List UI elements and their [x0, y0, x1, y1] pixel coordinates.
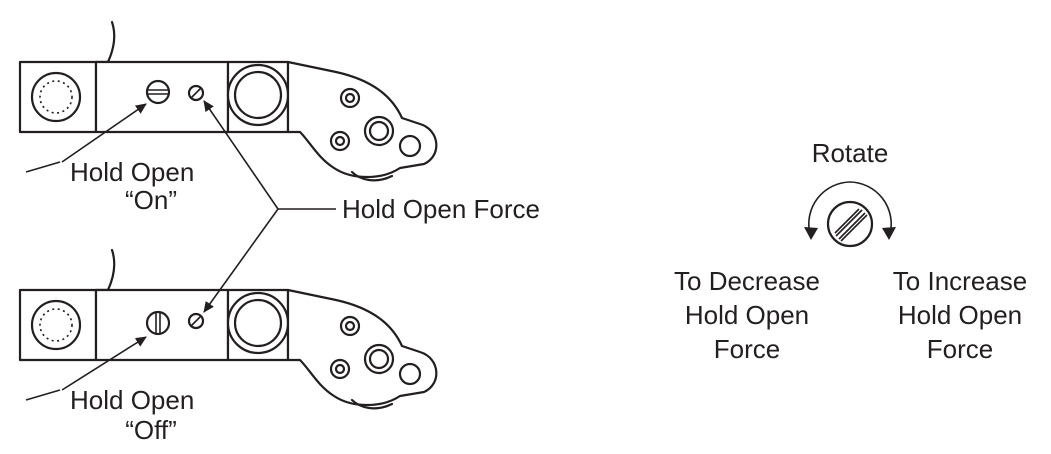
closer-top-illustration: [18, 20, 438, 182]
increase-arrowhead-icon: [882, 227, 896, 240]
hold-open-screw-off-icon: [145, 310, 171, 336]
leader-force-top-arrow: [203, 100, 279, 210]
label-decrease-line2: Hold Open: [685, 300, 809, 330]
label-hold-open-off-line1: Hold Open: [70, 385, 194, 415]
label-increase-line3: Force: [927, 334, 993, 364]
label-decrease-line3: Force: [714, 334, 780, 364]
decrease-arrowhead-icon: [804, 227, 818, 240]
leader-force-bottom-arrow: [203, 208, 279, 313]
clockwise-arc: [849, 181, 893, 235]
leader-hold-open-on-arrow: [61, 103, 147, 163]
rotate-dial-icon: [826, 200, 874, 248]
closer-bottom-illustration: [18, 248, 438, 410]
leader-hold-open-off-tick: [25, 389, 61, 401]
label-hold-open-on-line1: Hold Open: [70, 157, 194, 187]
label-decrease-line1: To Decrease: [674, 266, 820, 296]
leader-hold-open-on-tick: [25, 161, 61, 173]
label-rotate: Rotate: [812, 138, 889, 168]
leader-hold-open-off-arrow: [61, 336, 147, 391]
label-hold-open-force: Hold Open Force: [342, 194, 540, 224]
counterclockwise-arc: [807, 181, 851, 235]
label-hold-open-on-line2: “On”: [125, 185, 177, 215]
label-increase-line1: To Increase: [893, 266, 1027, 296]
label-hold-open-off-line2: “Off”: [125, 415, 177, 445]
hold-open-screw-on-icon: [145, 79, 171, 105]
leader-lines: [25, 100, 336, 401]
label-increase-line2: Hold Open: [898, 300, 1022, 330]
rotate-arrows-icon: [804, 181, 896, 240]
